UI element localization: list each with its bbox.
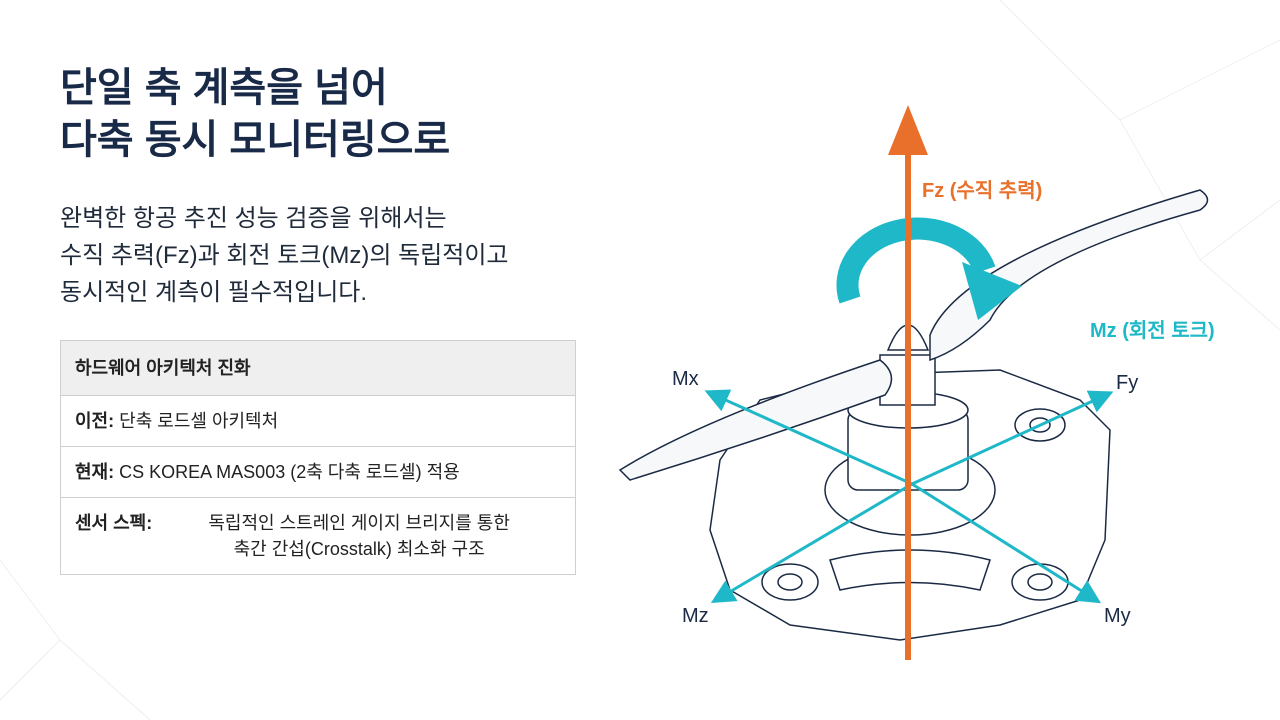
torque-rotation-icon <box>836 217 1022 320</box>
mx-axis <box>704 389 913 486</box>
mz-torque-label: Mz (회전 토크) <box>1090 320 1215 342</box>
fz-arrow <box>888 105 928 660</box>
table-row: 이전: 단축 로드셀 아키텍처 <box>61 395 575 446</box>
row-label: 현재: <box>75 462 115 482</box>
body-line-3: 동시적인 계측이 필수적입니다. <box>60 279 368 306</box>
mz-label: Mz <box>682 605 709 627</box>
row-value: 단축 로드셀 아키텍처 <box>119 411 279 431</box>
architecture-table: 하드웨어 아키텍처 진화 이전: 단축 로드셀 아키텍처 현재: CS KORE… <box>60 340 576 575</box>
row-value: 독립적인 스트레인 게이지 브리지를 통한 <box>208 513 510 533</box>
row-label: 센서 스펙: <box>75 513 153 533</box>
title-line-1: 단일 축 계측을 넘어 <box>60 66 388 110</box>
my-axis <box>911 482 1102 604</box>
fy-label: Fy <box>1116 372 1139 394</box>
fz-label: Fz (수직 추력) <box>922 180 1043 202</box>
body-line-2: 수직 추력(Fz)과 회전 토크(Mz)의 독립적이고 <box>60 242 509 269</box>
mx-label: Mx <box>672 368 699 390</box>
row-value: CS KOREA MAS003 (2축 다축 로드셀) 적용 <box>119 462 460 482</box>
table-row: 현재: CS KOREA MAS003 (2축 다축 로드셀) 적용 <box>61 446 575 497</box>
slide-body: 완벽한 항공 추진 성능 검증을 위해서는 수직 추력(Fz)과 회전 토크(M… <box>60 200 509 311</box>
fy-axis <box>911 390 1114 486</box>
title-line-2: 다축 동시 모니터링으로 <box>60 118 451 162</box>
row-label: 이전: <box>75 411 115 431</box>
table-header: 하드웨어 아키텍처 진화 <box>61 341 575 395</box>
row-value-2: 축간 간섭(Crosstalk) 최소화 구조 <box>233 539 485 559</box>
mz-axis <box>710 482 913 604</box>
slide-title: 단일 축 계측을 넘어 다축 동시 모니터링으로 <box>60 62 450 166</box>
propeller <box>618 189 1209 481</box>
my-label: My <box>1104 605 1131 627</box>
body-line-1: 완벽한 항공 추진 성능 검증을 위해서는 <box>60 205 447 232</box>
